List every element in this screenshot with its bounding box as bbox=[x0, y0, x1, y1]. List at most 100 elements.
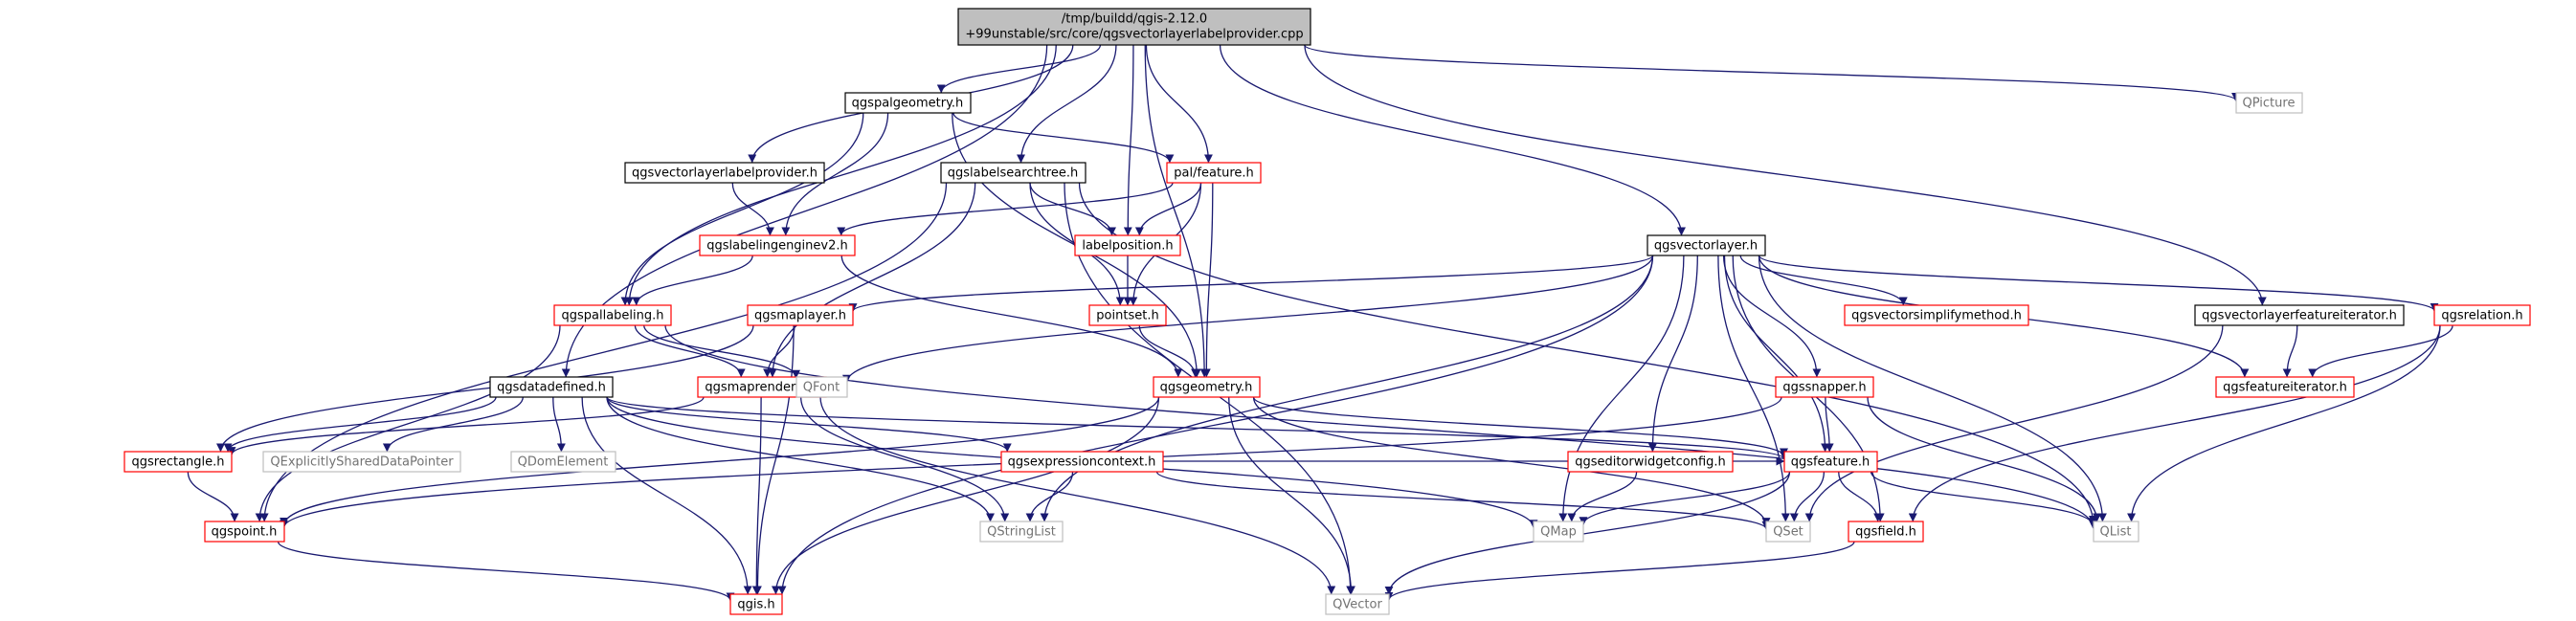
node-qdomelement: QDomElement bbox=[510, 451, 616, 473]
edge-palfeature-to-qgslabelingenginev2 bbox=[837, 182, 1174, 236]
node-labelposition[interactable]: labelposition.h bbox=[1074, 234, 1181, 256]
edge-qgslabelsearchtree-to-qgsmaprenderer bbox=[768, 182, 976, 378]
node-box bbox=[1567, 451, 1734, 473]
node-palfeature[interactable]: pal/feature.h bbox=[1166, 162, 1262, 184]
node-label: qgsfeature.h bbox=[1791, 455, 1870, 470]
edge-qgspalgeometry-to-palfeature bbox=[952, 112, 1175, 164]
node-qgsvectorlayer[interactable]: qgsvectorlayer.h bbox=[1646, 234, 1766, 256]
edge-qgsmaprenderer-to-qgis bbox=[751, 396, 762, 595]
node-box bbox=[510, 451, 616, 473]
edge-root-to-labelposition bbox=[1123, 44, 1134, 236]
node-label: labelposition.h bbox=[1082, 239, 1173, 254]
edge-palfeature-to-qgsgeometry bbox=[1201, 182, 1214, 378]
node-box bbox=[2194, 304, 2405, 326]
node-qvector: QVector bbox=[1325, 593, 1390, 615]
node-qgspoint[interactable]: qgspoint.h bbox=[204, 521, 285, 543]
edge-qgsfeature-to-qlist bbox=[1870, 471, 2097, 527]
edges-layer bbox=[187, 44, 2453, 602]
node-pointset[interactable]: pointset.h bbox=[1088, 304, 1167, 326]
node-box bbox=[1000, 451, 1164, 473]
edge-qgsfeature-to-qvector bbox=[1384, 471, 1791, 595]
node-qgsdatadefined[interactable]: qgsdatadefined.h bbox=[489, 376, 614, 398]
edge-root-to-qgsvectorlayerfeatureiterator bbox=[1304, 44, 2267, 306]
edge-qgslabelsearchtree-to-qlist bbox=[1078, 182, 2097, 524]
node-qpicture: QPicture bbox=[2235, 92, 2303, 114]
edge-qgssnapper-to-qlist bbox=[1867, 396, 2102, 522]
node-qgsmaplayer[interactable]: qgsmaplayer.h bbox=[747, 304, 854, 326]
node-qgslabelsearchtree[interactable]: qgslabelsearchtree.h bbox=[940, 162, 1086, 184]
edge-qgsfeature-to-qset bbox=[1789, 471, 1826, 522]
edge-qgsgeometry-to-qgsfeature bbox=[1252, 396, 1788, 457]
node-qgsvectorlayerlabelprovider[interactable]: qgsvectorlayerlabelprovider.h bbox=[624, 162, 825, 184]
edge-root-to-qgsvectorlayer bbox=[1219, 44, 1686, 236]
edge-qgsvectorlayer-to-qgsvectorsimplifymethod bbox=[1739, 255, 1908, 306]
node-label: qgsvectorlayerfeatureiterator.h bbox=[2202, 309, 2397, 323]
node-box bbox=[957, 8, 1311, 46]
node-qgspallabeling[interactable]: qgspallabeling.h bbox=[553, 304, 672, 326]
nodes-layer: /tmp/buildd/qgis-2.12.0+99unstable/src/c… bbox=[123, 8, 2531, 615]
node-qgspalgeometry[interactable]: qgspalgeometry.h bbox=[844, 92, 972, 114]
node-qgsvectorsimplifymethod[interactable]: qgsvectorsimplifymethod.h bbox=[1844, 304, 2029, 326]
edge-qgspoint-to-qgis bbox=[277, 541, 735, 602]
node-box bbox=[2093, 521, 2139, 543]
edge-qgsvectorlayer-to-qset bbox=[1717, 255, 1790, 522]
node-label: qgsvectorlayerlabelprovider.h bbox=[632, 166, 818, 181]
node-box bbox=[979, 521, 1064, 543]
node-label: QMap bbox=[1540, 525, 1577, 540]
node-qgsfield[interactable]: qgsfield.h bbox=[1848, 521, 1924, 543]
edge-qgsdatadefined-to-qgsexpressioncontext bbox=[606, 396, 1012, 453]
node-label: qgis.h bbox=[737, 598, 774, 612]
node-qgssnapper[interactable]: qgssnapper.h bbox=[1775, 376, 1874, 398]
edge-qgsmaprenderer-to-qvector bbox=[819, 396, 1336, 595]
node-box bbox=[699, 234, 856, 256]
edge-qgsdatadefined-to-qgsfeature bbox=[606, 396, 1788, 460]
node-qgsgeometry[interactable]: qgsgeometry.h bbox=[1153, 376, 1261, 398]
edge-qgseditorwidgetconfig-to-qmap bbox=[1567, 471, 1638, 522]
node-qgslabelingenginev2[interactable]: qgslabelingenginev2.h bbox=[699, 234, 856, 256]
node-qgseditorwidgetconfig[interactable]: qgseditorwidgetconfig.h bbox=[1567, 451, 1734, 473]
node-label: qgsfeatureiterator.h bbox=[2223, 381, 2347, 395]
node-qgsfeatureiterator[interactable]: qgsfeatureiterator.h bbox=[2215, 376, 2355, 398]
node-label: qgspallabeling.h bbox=[561, 309, 663, 323]
edge-qgsvectorlayer-to-qmap bbox=[1558, 255, 1685, 522]
node-label: QStringList bbox=[987, 525, 1056, 540]
node-box bbox=[1325, 593, 1390, 615]
edge-qgspallabeling-to-qgsmaprenderer bbox=[634, 324, 746, 378]
edge-qgsrectangle-to-qgspoint bbox=[187, 471, 239, 522]
node-qgis[interactable]: qgis.h bbox=[729, 593, 783, 615]
node-label: QSet bbox=[1773, 525, 1803, 540]
edge-qgslabelsearchtree-to-labelposition bbox=[1029, 182, 1116, 236]
edge-qgsexpressioncontext-to-qstringlist bbox=[1025, 471, 1074, 522]
edge-qgsfeature-to-qmap bbox=[1579, 471, 1791, 526]
node-root[interactable]: /tmp/buildd/qgis-2.12.0+99unstable/src/c… bbox=[957, 8, 1311, 46]
node-qgsfeature[interactable]: qgsfeature.h bbox=[1783, 451, 1878, 473]
edge-pointset-to-qgsgeometry bbox=[1138, 324, 1200, 378]
edge-root-to-qpicture bbox=[1304, 44, 2240, 101]
edge-qgsvectorlayerfeatureiterator-to-qgsfeatureiterator bbox=[2282, 324, 2298, 378]
node-qgsrectangle[interactable]: qgsrectangle.h bbox=[123, 451, 233, 473]
node-qgsmaprenderer[interactable]: qgsmaprenderer.h bbox=[697, 376, 827, 398]
edge-qgsvectorlayer-to-qlist bbox=[1758, 255, 2107, 522]
node-qset: QSet bbox=[1765, 521, 1811, 543]
node-box bbox=[844, 92, 972, 114]
node-qgsvectorlayerfeatureiterator[interactable]: qgsvectorlayerfeatureiterator.h bbox=[2194, 304, 2405, 326]
edge-qgspallabeling-to-qlist bbox=[664, 324, 2097, 529]
node-label: qgsfield.h bbox=[1855, 525, 1916, 540]
edge-root-to-qgspallabeling bbox=[624, 44, 1057, 306]
edge-qgsgeometry-to-qgspoint bbox=[280, 396, 1160, 526]
edge-qgsmaplayer-to-qgis bbox=[752, 324, 795, 595]
edge-qgsdatadefined-to-qgis bbox=[581, 396, 752, 595]
edge-root-to-qgsdatadefined bbox=[561, 44, 1048, 378]
edge-qgsdatadefined-to-qgsrectangle bbox=[223, 396, 497, 453]
node-qgsexpressioncontext[interactable]: qgsexpressioncontext.h bbox=[1000, 451, 1164, 473]
edge-palfeature-to-labelposition bbox=[1134, 182, 1202, 236]
edge-qgsexpressioncontext-to-qset bbox=[1155, 471, 1771, 530]
node-box bbox=[123, 451, 233, 473]
node-label: qgsexpressioncontext.h bbox=[1008, 455, 1156, 470]
node-qgsrelation[interactable]: qgsrelation.h bbox=[2433, 304, 2531, 326]
node-box bbox=[747, 304, 854, 326]
node-box bbox=[489, 376, 614, 398]
edge-qgsvectorlayer-to-qfont bbox=[842, 255, 1654, 384]
